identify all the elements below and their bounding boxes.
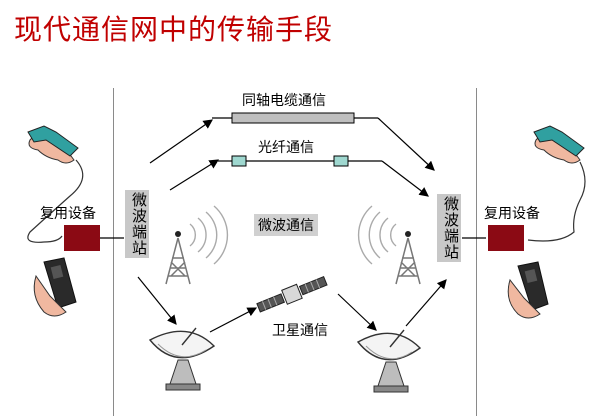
satellite-dish-icon (356, 329, 422, 393)
left-divider (113, 88, 114, 416)
satellite-icon (256, 275, 328, 313)
fiber-link (169, 155, 429, 197)
telephone-handset-icon (27, 125, 84, 243)
microwave-label: 微波通信 (254, 214, 318, 236)
telephone-handset-icon (527, 125, 586, 242)
coax-cable-link (149, 112, 435, 171)
page-title: 现代通信网中的传输手段 (14, 13, 334, 46)
mux-right-label: 复用设备 (484, 206, 540, 222)
mobile-phone-icon (507, 261, 549, 319)
satellite-dish-icon (148, 327, 216, 391)
mux-left (64, 225, 100, 251)
satellite-link (137, 276, 447, 333)
microwave-station-right: 微波端站 (437, 194, 461, 262)
microwave-station-left: 微波端站 (125, 190, 149, 258)
satellite-label: 卫星通信 (272, 323, 328, 339)
mobile-phone-icon (33, 257, 77, 317)
mux-left-label: 复用设备 (40, 206, 96, 222)
fiber-label: 光纤通信 (258, 140, 314, 156)
mux-right (488, 225, 524, 251)
microwave-tower-icon (357, 205, 421, 285)
coax-label: 同轴电缆通信 (242, 93, 326, 109)
right-divider (476, 88, 477, 416)
microwave-tower-icon (165, 205, 229, 285)
